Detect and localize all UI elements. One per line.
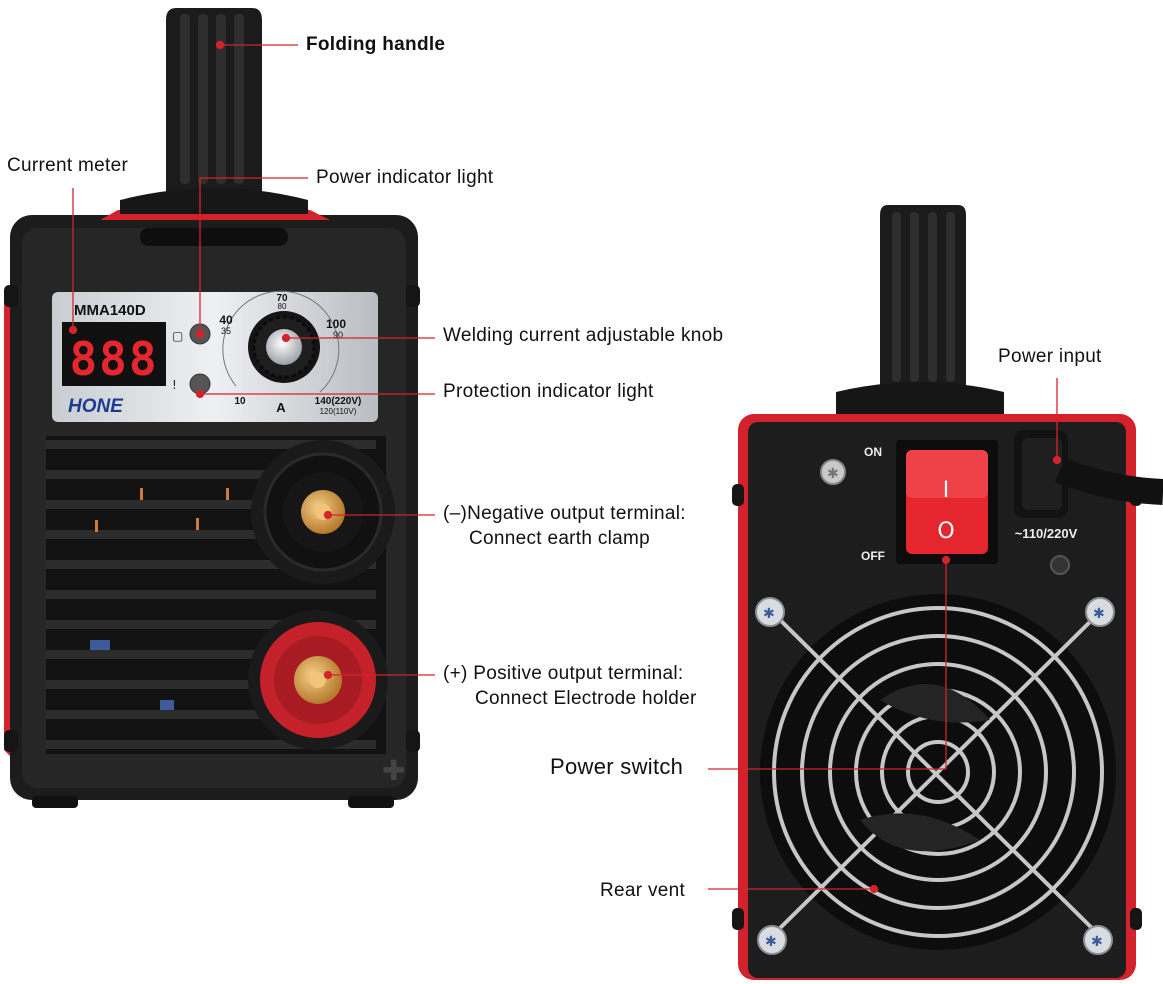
screw-mark-icon: ✱ bbox=[827, 466, 839, 482]
scale-90: 90 bbox=[333, 330, 343, 340]
rating-220v: 140(220V) bbox=[315, 396, 362, 407]
thermal-icon: ! bbox=[172, 378, 177, 392]
label-negative-terminal: (–)Negative output terminal: bbox=[443, 503, 686, 524]
brand-logo: HONE bbox=[68, 396, 124, 417]
label-power-input: Power input bbox=[998, 346, 1102, 367]
front-unit: MMA140D 888 HONE ▢ ! 70 80 40 35 100 90 … bbox=[4, 8, 420, 808]
scale-70: 70 bbox=[276, 293, 288, 304]
leader-lines bbox=[68, 40, 1062, 894]
fan-screw-tl: ✱ bbox=[755, 597, 785, 627]
ground-screw bbox=[820, 459, 846, 485]
switch-on-symbol: I bbox=[943, 478, 950, 503]
label-power-switch: Power switch bbox=[550, 754, 684, 779]
power-input-cable[interactable] bbox=[1014, 430, 1163, 518]
switch-off-label: OFF bbox=[861, 549, 885, 563]
rear-handle bbox=[836, 205, 1004, 416]
meter-digits: 888 bbox=[69, 332, 158, 386]
scale-35: 35 bbox=[221, 326, 231, 336]
plus-icon: ✚ bbox=[382, 754, 405, 787]
label-positive-terminal: (+) Positive output terminal: bbox=[443, 663, 684, 684]
label-power-indicator: Power indicator light bbox=[316, 167, 494, 188]
scale-100: 100 bbox=[326, 317, 346, 331]
switch-off-symbol: O bbox=[937, 519, 954, 544]
rear-vent bbox=[760, 594, 1116, 950]
scale-10: 10 bbox=[234, 396, 246, 407]
current-knob[interactable] bbox=[248, 311, 320, 383]
rating-110v: 120(110V) bbox=[320, 407, 357, 416]
label-folding-handle: Folding handle bbox=[306, 34, 446, 55]
label-current-meter: Current meter bbox=[7, 155, 129, 176]
voltage-label: ~110/220V bbox=[1015, 526, 1078, 541]
model-label: MMA140D bbox=[74, 302, 146, 319]
power-switch[interactable]: I O bbox=[896, 440, 998, 564]
fan-screw-br: ✱ bbox=[1083, 925, 1113, 955]
scale-80: 80 bbox=[278, 302, 287, 311]
svg-text:✱: ✱ bbox=[1093, 606, 1105, 622]
label-protection: Protection indicator light bbox=[443, 381, 654, 402]
scale-unit: A bbox=[276, 400, 286, 415]
label-negative-terminal-sub: Connect earth clamp bbox=[469, 528, 651, 549]
svg-text:✱: ✱ bbox=[765, 934, 777, 950]
label-knob: Welding current adjustable knob bbox=[443, 325, 724, 346]
svg-text:✱: ✱ bbox=[1091, 934, 1103, 950]
fan-screw-bl: ✱ bbox=[757, 925, 787, 955]
current-meter bbox=[62, 322, 166, 386]
positive-output-terminal[interactable] bbox=[248, 610, 388, 750]
label-rear-vent: Rear vent bbox=[600, 880, 686, 901]
negative-output-terminal[interactable] bbox=[251, 440, 395, 584]
fan-screw-tr: ✱ bbox=[1085, 597, 1115, 627]
power-light-icon: ▢ bbox=[172, 329, 183, 343]
svg-text:✱: ✱ bbox=[763, 606, 775, 622]
folding-handle[interactable] bbox=[120, 8, 308, 214]
switch-on-label: ON bbox=[864, 445, 882, 459]
scale-40: 40 bbox=[219, 313, 233, 327]
rear-screw-right bbox=[1050, 555, 1070, 575]
label-positive-terminal-sub: Connect Electrode holder bbox=[475, 688, 697, 709]
rear-unit: ✱ ON OFF I O ~110/220V bbox=[732, 205, 1163, 980]
